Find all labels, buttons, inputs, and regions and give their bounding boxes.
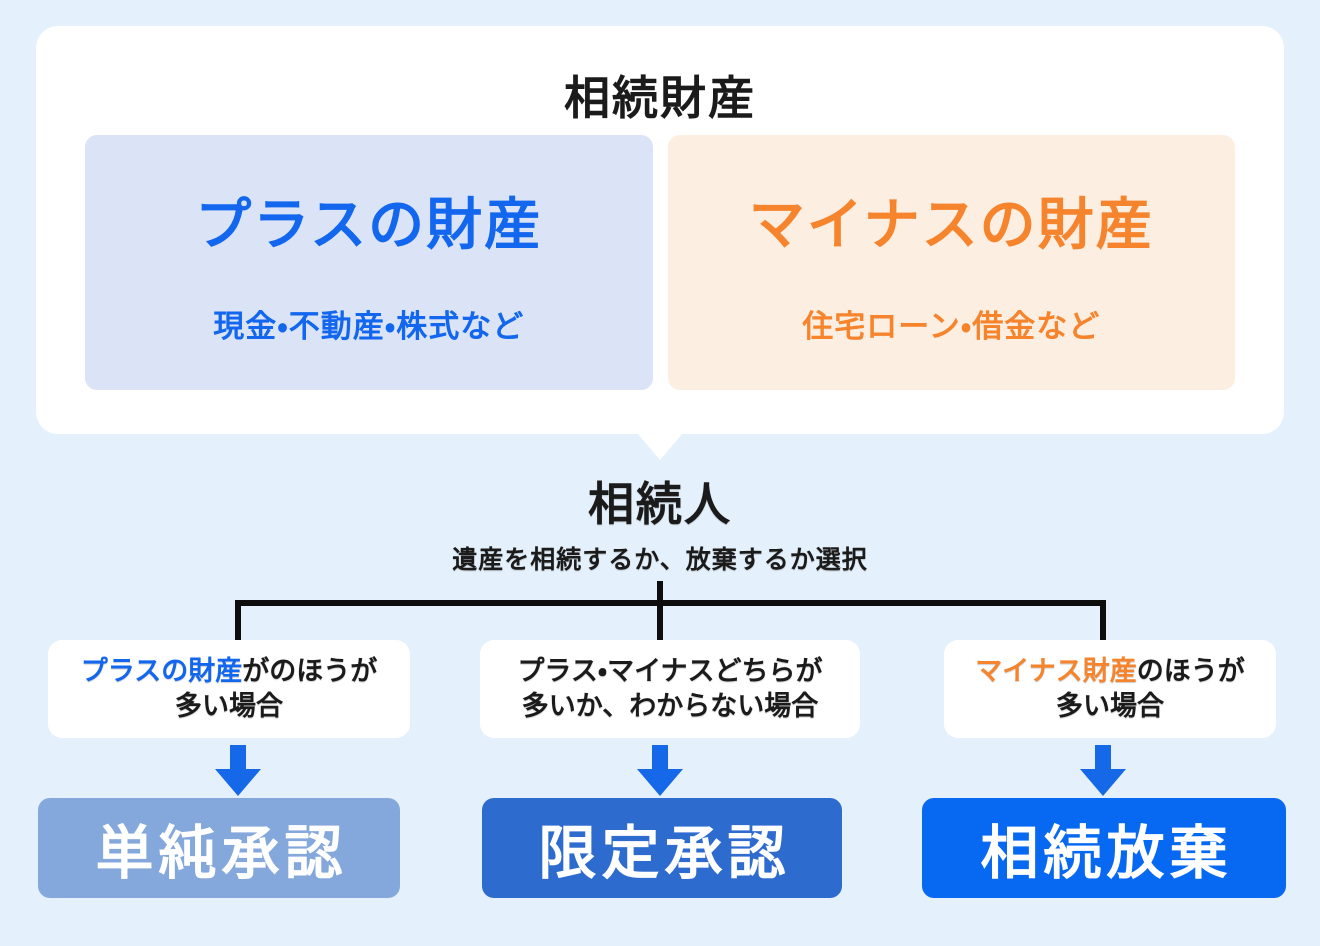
- heir-title: 相続人: [588, 478, 732, 530]
- condition-highlight-plus: プラスの財産: [80, 656, 243, 686]
- condition-rest: がのほうが: [242, 656, 378, 686]
- estate-card: 相続財産 プラスの財産 現金・不動産・株式など マイナスの財産 住宅ローン・借金…: [36, 26, 1284, 434]
- result-simple-acceptance: 単純承認: [38, 798, 400, 898]
- estate-card-title: 相続財産: [564, 72, 756, 124]
- condition-line-1: プラスの財産がのほうが: [81, 654, 377, 689]
- condition-box-minus-greater: マイナス財産のほうが 多い場合: [944, 640, 1276, 738]
- condition-line-1: マイナス財産のほうが: [975, 654, 1244, 689]
- result-limited-acceptance: 限定承認: [482, 798, 842, 898]
- minus-assets-examples: 住宅ローン・借金など: [802, 308, 1101, 344]
- minus-assets-box: マイナスの財産 住宅ローン・借金など: [667, 135, 1235, 390]
- down-arrow-icon: [215, 745, 261, 796]
- card-pointer-notch: [637, 433, 683, 460]
- connector-horizontal: [235, 600, 1106, 606]
- asset-row: プラスの財産 現金・不動産・株式など マイナスの財産 住宅ローン・借金など: [85, 135, 1235, 390]
- down-arrow-icon: [637, 745, 683, 796]
- condition-box-plus-greater: プラスの財産がのほうが 多い場合: [48, 640, 410, 738]
- connector-drop-right: [1100, 600, 1106, 646]
- minus-assets-label: マイナスの財産: [748, 192, 1154, 256]
- condition-line-2: 多い場合: [1056, 691, 1164, 721]
- condition-box-unknown: プラス・マイナスどちらが 多いか、わからない場合: [480, 640, 860, 738]
- plus-assets-label: プラスの財産: [195, 192, 543, 256]
- condition-line-2: 多いか、わからない場合: [521, 691, 819, 721]
- connector-stem: [657, 581, 663, 606]
- condition-highlight-minus: マイナス財産: [975, 656, 1137, 686]
- plus-assets-examples: 現金・不動産・株式など: [213, 308, 525, 344]
- condition-line-1: プラス・マイナスどちらが: [517, 656, 823, 686]
- condition-rest: のほうが: [1136, 656, 1245, 686]
- connector-drop-left: [235, 600, 241, 646]
- down-arrow-icon: [1080, 745, 1126, 796]
- condition-line-2: 多い場合: [175, 691, 283, 721]
- plus-assets-box: プラスの財産 現金・不動産・株式など: [85, 135, 653, 390]
- result-inheritance-renunciation: 相続放棄: [922, 798, 1286, 898]
- heir-subtitle: 遺産を相続するか、放棄するか選択: [452, 546, 868, 574]
- connector-drop-center: [657, 600, 663, 646]
